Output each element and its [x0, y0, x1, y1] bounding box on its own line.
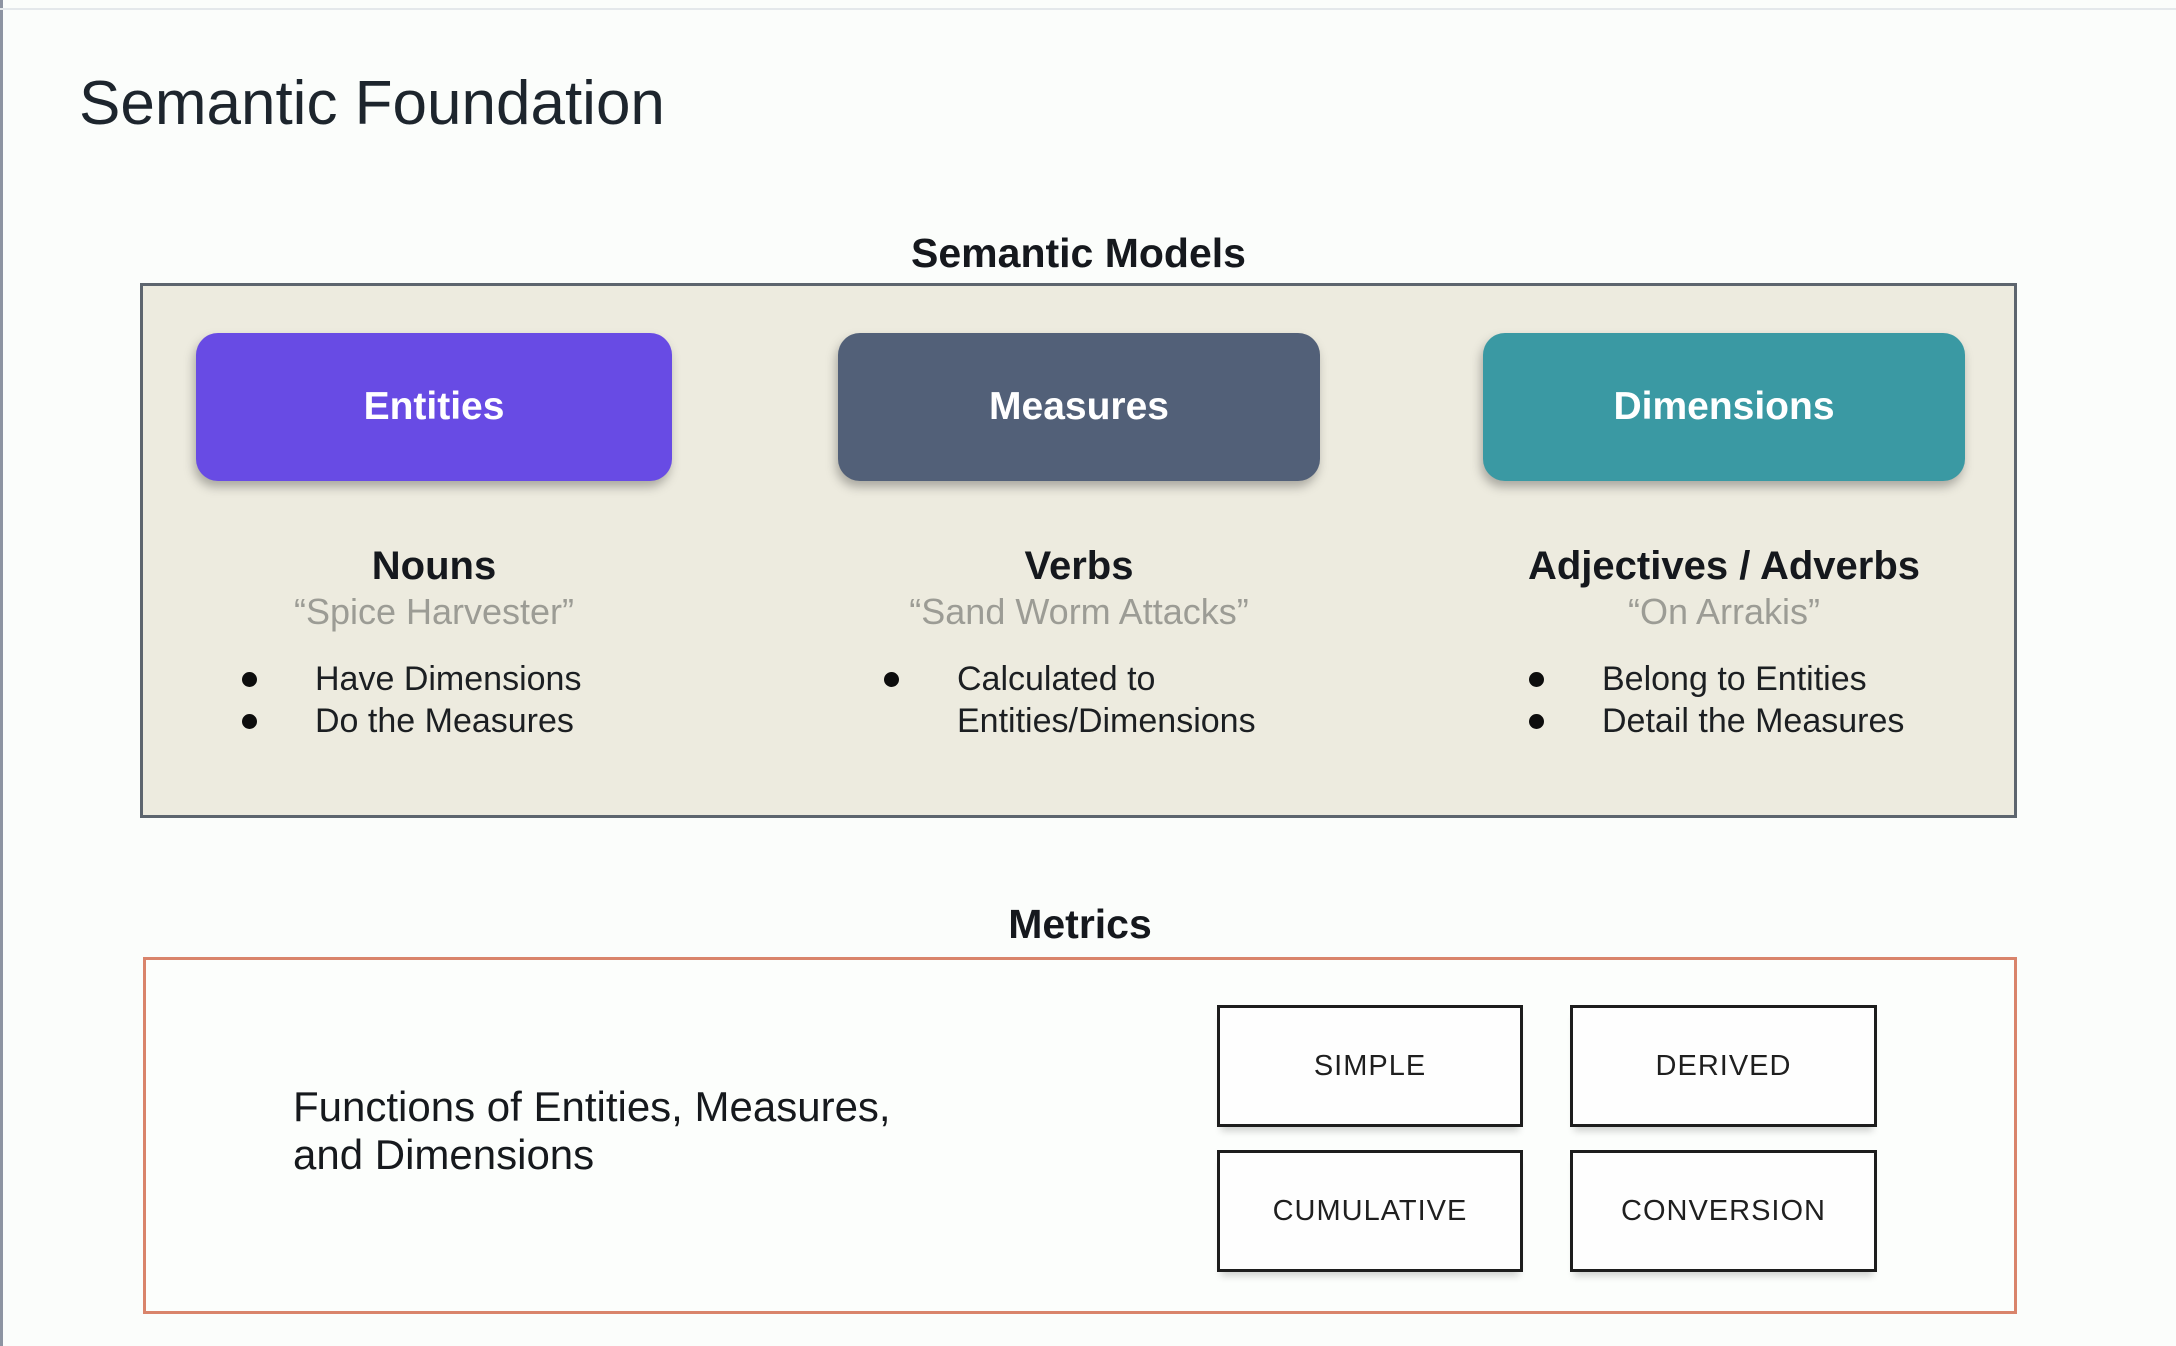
list-item: Belong to Entities — [1483, 658, 1965, 700]
list-item: Detail the Measures — [1483, 700, 1965, 742]
entities-part-of-speech: Nouns — [371, 544, 497, 588]
dimensions-example-quote: “On Arrakis” — [1627, 591, 1821, 632]
dimensions-part-of-speech: Adjectives / Adverbs — [1527, 544, 1920, 588]
metric-type-cumulative: CUMULATIVE — [1217, 1150, 1523, 1272]
measures-part-of-speech: Verbs — [1024, 544, 1134, 588]
page-title: Semantic Foundation — [79, 69, 665, 138]
bullet-icon — [884, 672, 899, 687]
metrics-description: Functions of Entities, Measures, and Dim… — [293, 1083, 891, 1178]
entities-example-quote: “Spice Harvester” — [293, 591, 575, 632]
entities-bullet-list: Have Dimensions Do the Measures — [196, 658, 672, 742]
metric-type-derived: DERIVED — [1570, 1005, 1877, 1127]
entities-box: Entities — [196, 333, 672, 481]
window-edge-left — [0, 0, 3, 1346]
list-item: Do the Measures — [196, 700, 672, 742]
measures-box: Measures — [838, 333, 1320, 481]
bullet-icon — [242, 672, 257, 687]
metrics-heading: Metrics — [1008, 901, 1152, 947]
bullet-icon — [1529, 714, 1544, 729]
list-item: Calculated to Entities/Dimensions — [838, 658, 1320, 742]
list-item: Have Dimensions — [196, 658, 672, 700]
semantic-models-heading: Semantic Models — [911, 230, 1246, 276]
entities-column: Nouns “Spice Harvester” Have Dimensions … — [196, 542, 672, 742]
bullet-icon — [242, 714, 257, 729]
dimensions-box: Dimensions — [1483, 333, 1965, 481]
bullet-icon — [1529, 672, 1544, 687]
metric-type-simple: SIMPLE — [1217, 1005, 1523, 1127]
measures-example-quote: “Sand Worm Attacks” — [909, 591, 1249, 632]
dimensions-bullet-list: Belong to Entities Detail the Measures — [1483, 658, 1965, 742]
metric-type-conversion: CONVERSION — [1570, 1150, 1877, 1272]
measures-column: Verbs “Sand Worm Attacks” Calculated to … — [838, 542, 1320, 742]
measures-bullet-list: Calculated to Entities/Dimensions — [838, 658, 1320, 742]
dimensions-column: Adjectives / Adverbs “On Arrakis” Belong… — [1483, 542, 1965, 742]
window-edge-top — [0, 8, 2176, 10]
